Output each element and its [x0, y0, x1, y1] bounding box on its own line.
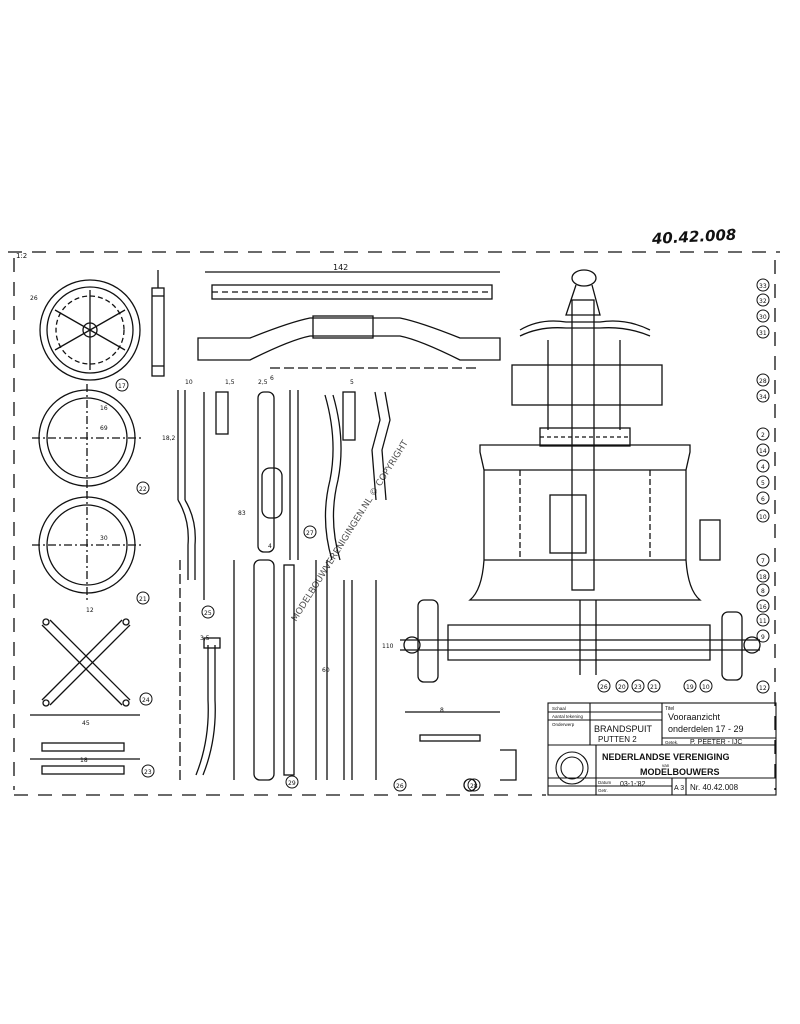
callout-16: 16 [759, 604, 767, 611]
callout-l-21: 21 [139, 596, 147, 603]
callout-28: 28 [759, 378, 767, 385]
dim-83: 83 [238, 510, 246, 517]
callout-32: 32 [759, 298, 767, 305]
tb-subject-line1: BRANDSPUIT [594, 724, 653, 734]
sheet-frame [8, 251, 780, 796]
tb-drawing-number: Nr. 40.42.008 [690, 783, 739, 792]
callout-l-26: 26 [396, 783, 404, 790]
dim-6: 6 [270, 375, 274, 382]
callout-10: 10 [759, 514, 767, 521]
tb-org-line2: MODELBOUWERS [640, 767, 720, 777]
callout-14: 14 [759, 448, 767, 455]
dim-69: 69 [100, 425, 108, 432]
callout-b-19: 19 [686, 684, 694, 691]
dim-60: 60 [322, 667, 330, 674]
callout-l-17: 17 [118, 383, 126, 390]
callout-l-29: 29 [288, 780, 296, 787]
frame-beam-part: 142 [197, 263, 501, 369]
ring-part-upper [32, 384, 142, 494]
callout-34: 34 [759, 394, 767, 401]
callout-b-21: 21 [650, 684, 658, 691]
scale-note: 1:2 [16, 252, 27, 260]
wheel-spoked-part-17 [39, 270, 165, 381]
tb-label-drawn: Getr. [598, 788, 608, 793]
dim-top: 142 [333, 263, 348, 272]
lever-parts-group [179, 559, 377, 781]
rod-parts-group [177, 390, 391, 600]
dim-2-5: 2,5 [258, 379, 268, 386]
tb-drawn-by: P. PEETER - IJC [690, 739, 742, 746]
cross-bracket-part [30, 618, 140, 716]
small-bolt-details [405, 711, 517, 792]
tb-label-scale: Schaal [552, 706, 566, 711]
callout-l-28: 28 [470, 783, 478, 790]
tb-drawn-by-label: Getek. [665, 740, 678, 745]
ring-part-lower [32, 491, 142, 601]
tb-org-line1: NEDERLANDSE VERENIGING [602, 752, 730, 762]
callout-l-24: 24 [142, 697, 150, 704]
handwritten-drawing-number: 40.42.008 [651, 226, 737, 248]
callout-b-20: 20 [618, 684, 626, 691]
callout-l-23: 23 [144, 769, 152, 776]
dim-30: 30 [100, 535, 108, 542]
pump-assembly-front-view [468, 269, 721, 601]
tb-date-value: 03-1-'82 [620, 781, 646, 788]
dim-26: 26 [30, 295, 38, 302]
callout-4: 4 [761, 464, 765, 471]
callout-33: 33 [759, 283, 767, 290]
tb-org-small: van [662, 763, 670, 768]
callout-30: 30 [759, 314, 767, 321]
callout-b-23: 23 [634, 684, 642, 691]
callout-31: 31 [759, 330, 767, 337]
callout-6: 6 [761, 496, 765, 503]
dim-3-5: 3,5 [200, 635, 210, 642]
dim-18-2: 18,2 [162, 435, 176, 442]
dim-12: 12 [86, 607, 94, 614]
right-column-callouts: 33 32 30 31 28 34 2 14 4 5 6 10 7 18 8 1… [756, 278, 770, 694]
bottom-row-callouts: 26 20 23 21 19 10 [597, 679, 713, 693]
callout-7: 7 [761, 558, 765, 565]
callout-2: 2 [761, 432, 765, 439]
dimension-labels: 26 16 10 1,5 2,5 3,5 4 5 6 8 12 18 30 45… [30, 295, 444, 764]
tb-subject-line2: PUTTEN 2 [598, 735, 637, 744]
title-block-texts: Schaal Aantal tekening Onderwerp Datum G… [552, 706, 744, 793]
dim-5: 5 [350, 379, 354, 386]
tb-view-title-line1: Vooraanzicht [668, 712, 721, 722]
dim-10: 10 [185, 379, 193, 386]
dim-45: 45 [82, 720, 90, 727]
callout-l-22: 22 [139, 486, 147, 493]
society-emblem [555, 751, 589, 785]
tb-label-subject: Onderwerp [552, 722, 575, 727]
tb-label-count: Aantal tekening [552, 714, 584, 719]
dim-1-5: 1,5 [225, 379, 235, 386]
callout-b-26: 26 [600, 684, 608, 691]
callout-9: 9 [761, 634, 765, 641]
dim-18: 18 [80, 757, 88, 764]
left-part-callouts: 17 22 21 25 24 27 23 29 26 28 [115, 378, 481, 792]
tb-view-title-line2: onderdelen 17 - 29 [668, 724, 744, 734]
callout-11: 11 [759, 618, 767, 625]
callout-12: 12 [759, 685, 767, 692]
axle-and-wheels [400, 599, 761, 683]
callout-5: 5 [761, 480, 765, 487]
dim-110: 110 [382, 643, 394, 650]
dim-16: 16 [100, 405, 108, 412]
flat-bar-parts [30, 742, 140, 775]
callout-8: 8 [761, 588, 765, 595]
callout-l-27: 27 [306, 530, 314, 537]
tb-label-date: Datum [598, 780, 612, 785]
tb-title-label: Titel [665, 706, 674, 712]
title-block [547, 702, 777, 796]
dim-4: 4 [268, 543, 272, 550]
callout-18: 18 [759, 574, 767, 581]
tb-sheet-size: A 3 [674, 785, 684, 792]
callout-l-25: 25 [204, 610, 212, 617]
callout-b-10: 10 [702, 684, 710, 691]
dim-8: 8 [440, 707, 444, 714]
